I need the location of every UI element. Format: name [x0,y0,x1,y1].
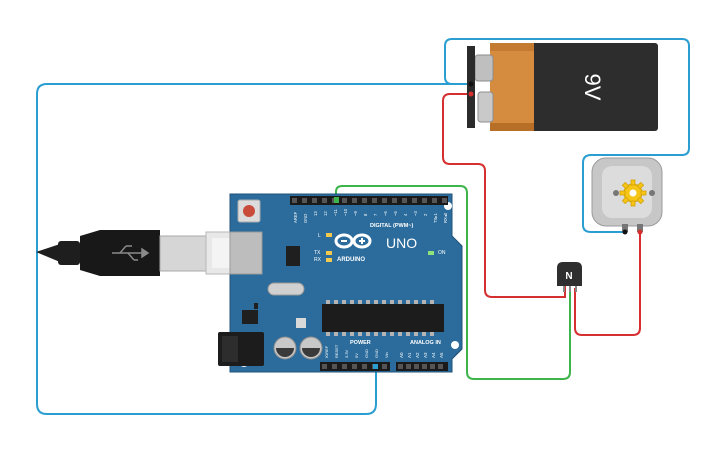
analog-pin-labels: A0 A1 A2 A3 A4 A5 [399,352,444,358]
pin-label: ~5 [393,211,398,216]
dc-motor[interactable] [591,157,663,235]
pin-label: A1 [407,352,412,358]
battery-terminal-bottom [477,91,494,123]
digital-header-label: DIGITAL (PWM~) [370,223,414,229]
pin-label: 3.3V [344,349,349,358]
wires [36,38,690,415]
battery-terminal-top [474,54,494,82]
pin-label: GND [364,349,369,358]
pin-label: TX▸1 [433,213,438,223]
pin-label: 7 [373,213,378,216]
npn-transistor[interactable]: N [557,262,582,292]
pin-label: ~10 [343,208,348,216]
pin-label: 4 [403,213,408,216]
pin-label: RX◂0 [443,212,448,223]
power-pin-labels: IOREF RESET 3.3V 5V GND GND Vin [324,344,389,358]
arduino-uno-board[interactable]: L TX RX ON UNO ARDUINO AREF GND 13 12 ~1… [218,193,463,373]
atmega-chip [322,304,444,332]
pin-label: A4 [431,352,436,358]
pin-label: ~6 [383,211,388,216]
led-label-tx: TX [314,250,321,256]
arduino-logo-icon [334,233,372,249]
wire-red-battery-to-transistor[interactable] [442,93,566,298]
pin-label: GND [303,214,308,223]
on-led-label: ON [438,250,446,256]
pin-label: ~11 [333,209,338,216]
wire-green-pin-to-transistor[interactable] [335,185,571,380]
board-brand: ARDUINO [337,257,365,263]
pin-label: A2 [415,352,420,358]
battery-cap [490,43,534,131]
wire-red-transistor-to-motor[interactable] [574,232,641,336]
power-label: POWER [350,340,371,346]
transistor-label: N [565,271,572,282]
pin-label: Vin [384,352,389,358]
pin-label: 13 [313,211,318,216]
pin-label: AREF [293,211,298,223]
pin-label: 12 [323,211,328,216]
digital-pin-labels: AREF GND 13 12 ~11 ~10 ~9 8 7 ~6 ~5 4 ~3… [293,208,448,223]
pin-label: A5 [439,352,444,358]
battery-label: 9V [580,74,605,101]
pin-label: A3 [423,352,428,358]
usb-icon [112,245,150,261]
led-label-l: L [318,233,321,239]
pin-label: RESET [334,344,339,358]
analog-label: ANALOG IN [410,340,441,346]
digital-header[interactable] [290,196,448,205]
pin-label: 2 [423,213,428,216]
pin-label: IOREF [324,345,329,358]
pin-label: 8 [363,213,368,216]
pin-label: ~9 [353,211,358,216]
battery-9v[interactable]: 9V [467,43,658,131]
board-model: UNO [386,235,417,251]
pin-label: ~3 [413,211,418,216]
gear-icon [619,179,647,207]
led-label-rx: RX [314,257,322,263]
pin-label: GND [374,349,379,358]
wire-blue-battery-to-arduino-gnd[interactable] [36,83,468,415]
usb-cable[interactable] [36,230,263,276]
pin-label: 5V [354,353,359,358]
battery-clip [467,46,475,128]
pin-label: A0 [399,352,404,358]
wire-blue-battery-frame[interactable] [444,38,690,233]
battery-body [530,43,658,131]
